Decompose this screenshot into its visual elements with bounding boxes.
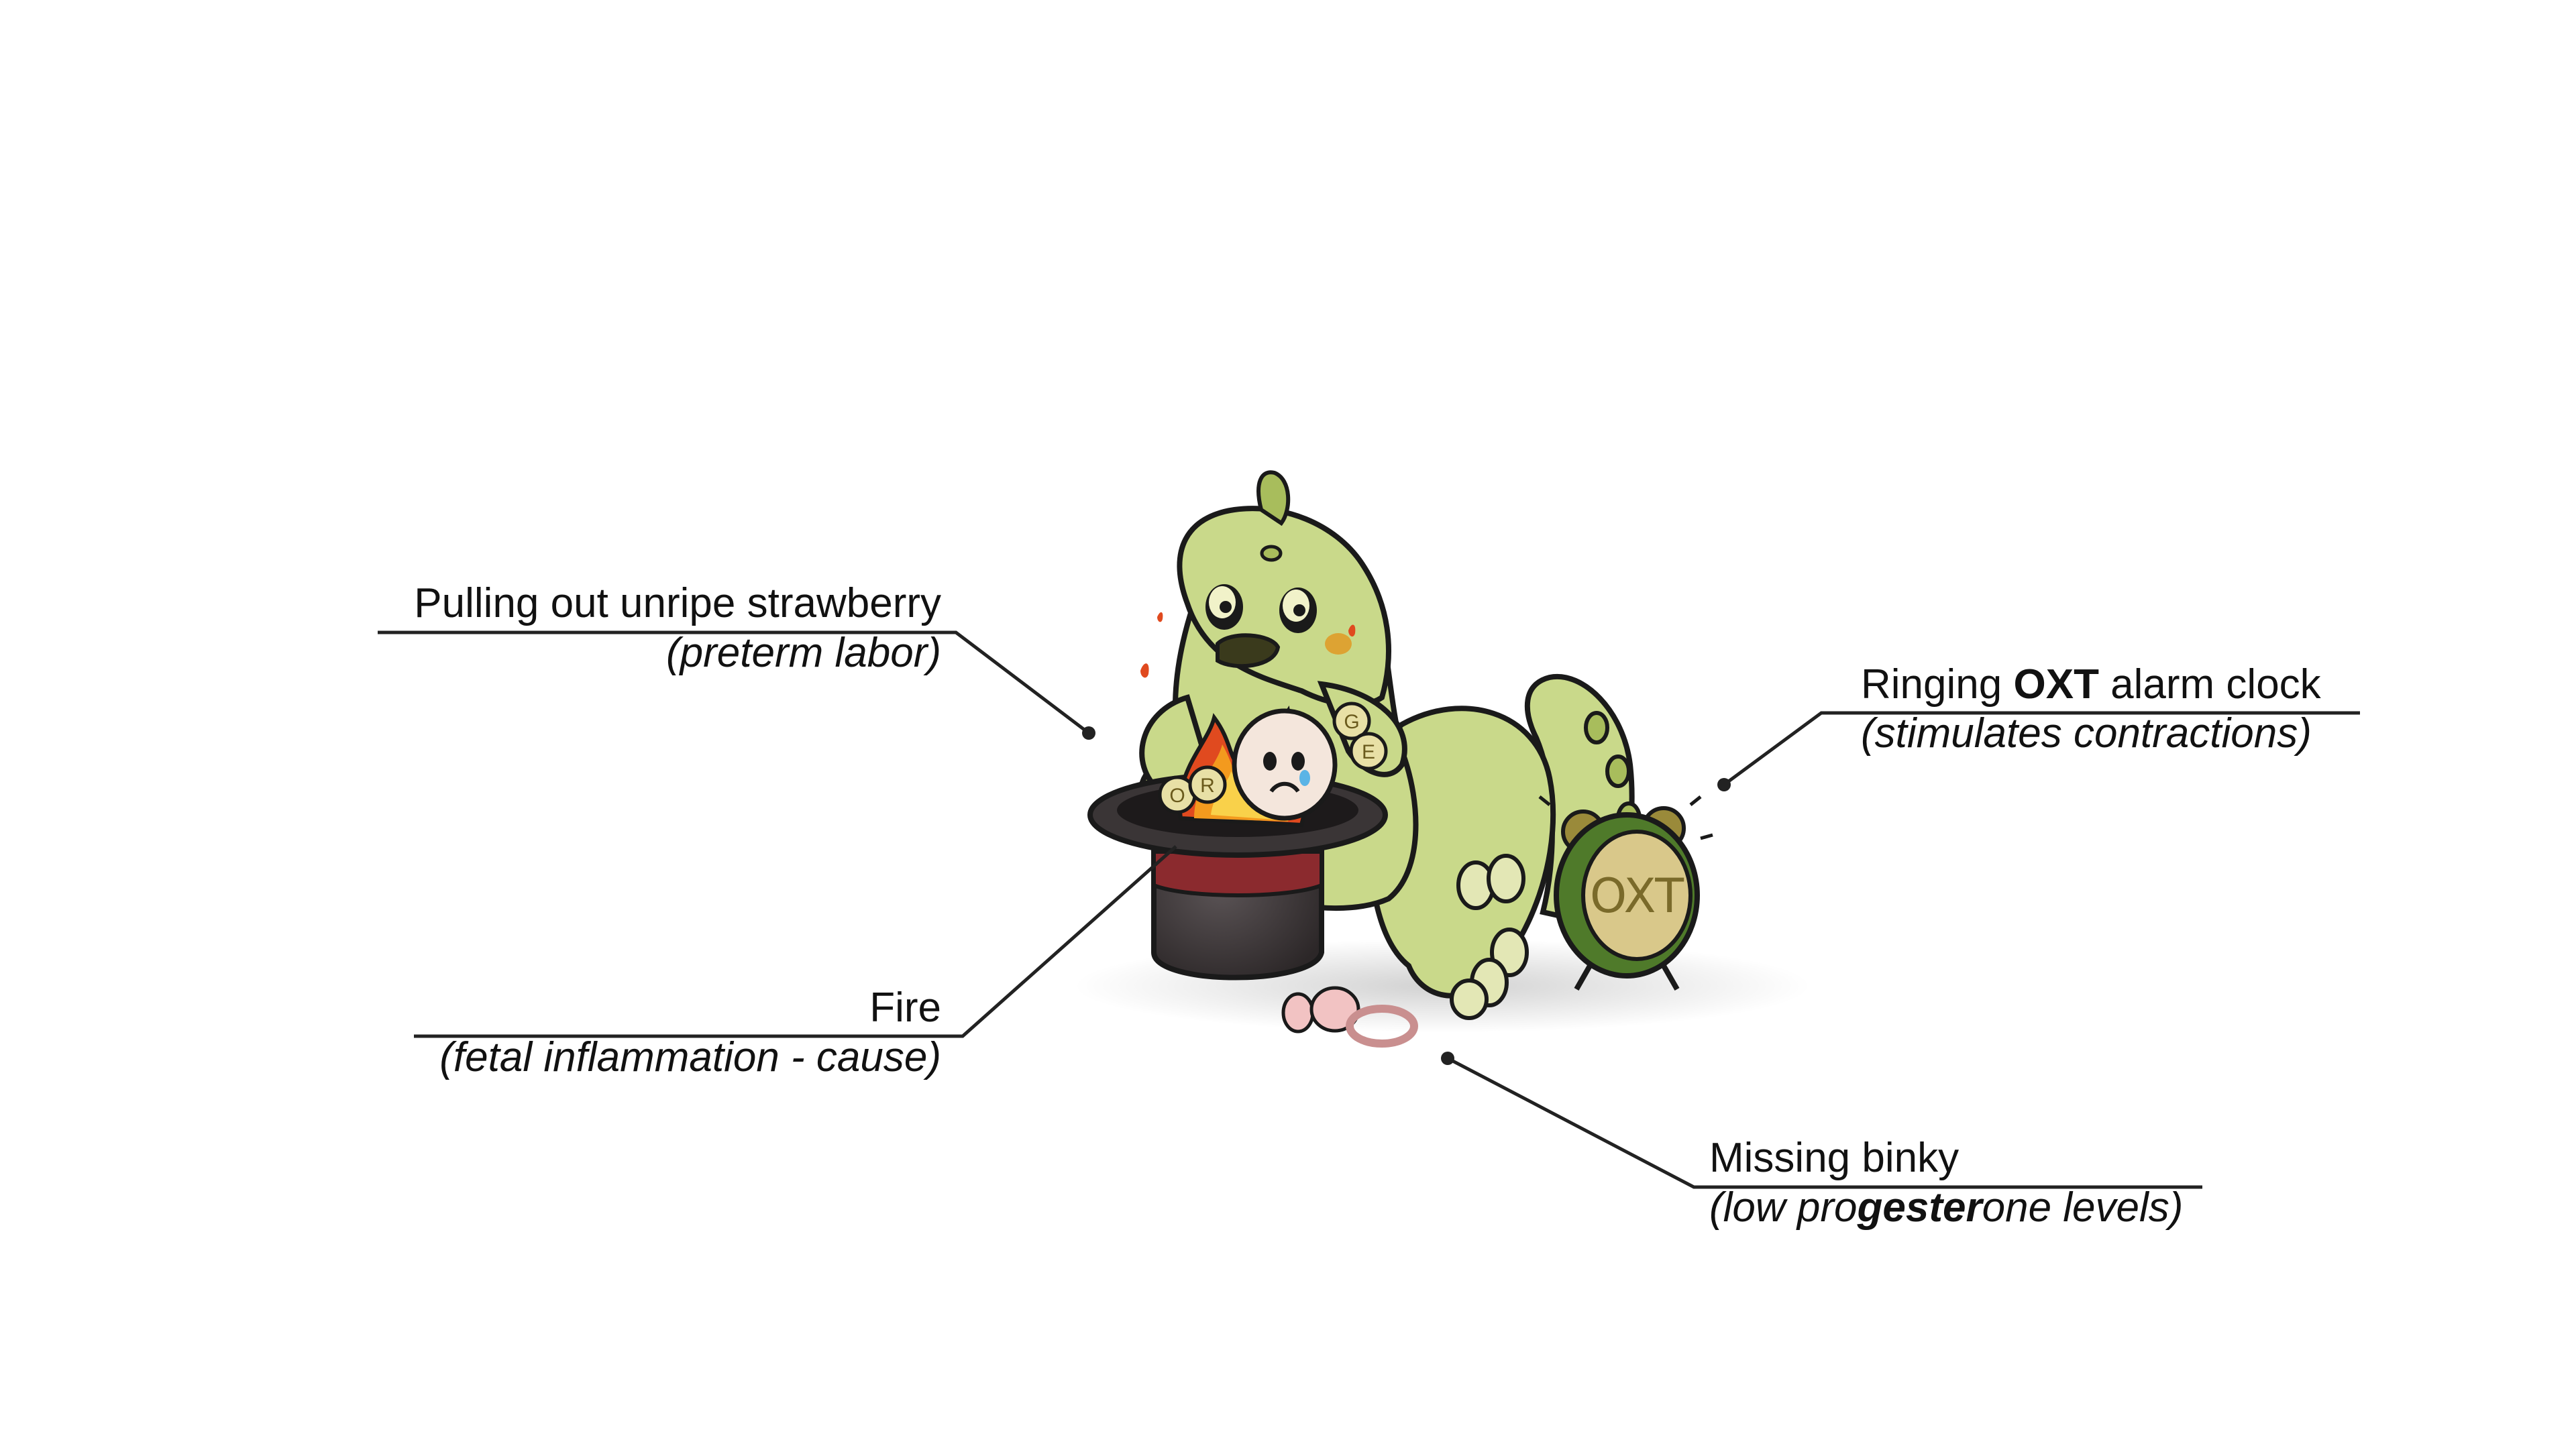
egg-character xyxy=(1234,711,1335,818)
clock-label: OXT xyxy=(1590,869,1684,924)
alarm-label-bold: OXT xyxy=(2013,661,2098,708)
strawberry-note: (preterm labor) xyxy=(378,628,941,678)
claw-letter: O xyxy=(1169,785,1185,807)
dino-forehead-spot xyxy=(1262,547,1281,560)
fire-note: (fetal inflammation - cause) xyxy=(378,1033,941,1082)
binky-note-bold: gester xyxy=(1858,1184,1982,1231)
binky-note: (low progesterone levels) xyxy=(1709,1183,2183,1233)
claw-letter: G xyxy=(1344,711,1359,733)
strawberry-label: Pulling out unripe strawberry xyxy=(378,579,941,628)
alarm-label: Ringing OXT alarm clock xyxy=(1861,660,2321,710)
alarm-note: (stimulates contractions) xyxy=(1861,709,2312,759)
claw-letter: R xyxy=(1200,775,1215,797)
binky-label: Missing binky xyxy=(1709,1133,1959,1183)
claw-letter: E xyxy=(1362,741,1375,763)
hat-band xyxy=(1154,852,1322,895)
binky-note-pre: (low pro xyxy=(1709,1184,1858,1231)
alarm-label-post: alarm clock xyxy=(2099,661,2321,708)
binky-note-post: one levels) xyxy=(1982,1184,2184,1231)
fire-label: Fire xyxy=(405,983,941,1033)
alarm-label-pre: Ringing xyxy=(1861,661,2013,708)
dino-mouth xyxy=(1218,635,1278,666)
dino-cheek xyxy=(1325,633,1352,655)
